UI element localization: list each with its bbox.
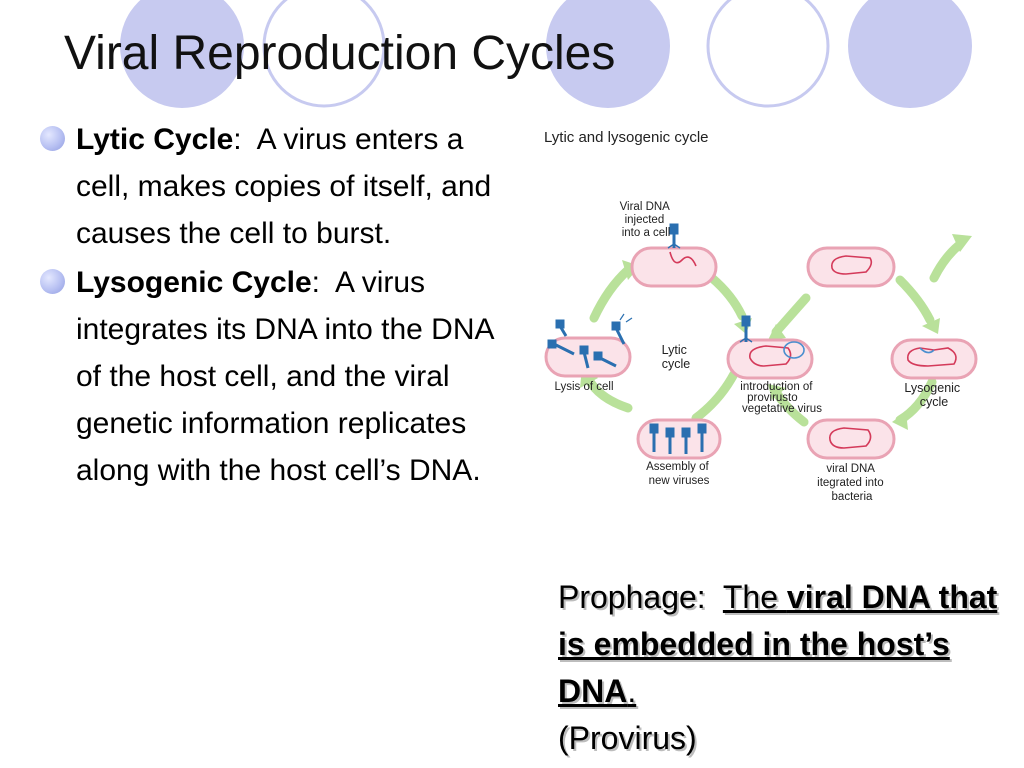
dna-blue-loops — [783, 341, 935, 359]
cell-intro — [726, 338, 814, 380]
dna-strand — [749, 345, 792, 367]
cells — [544, 246, 978, 460]
label-line: injected — [625, 214, 665, 226]
diagram-title: Lytic and lysogenic cycle — [544, 129, 709, 146]
label-integrated: viral DNA itegrated into bacteria — [817, 463, 887, 503]
arrow-lysis-to-injected — [589, 265, 633, 323]
label-lytic-cycle: Lytic cycle — [662, 343, 691, 371]
arrow-top-to-intro — [771, 293, 811, 337]
phages — [547, 223, 753, 454]
label-line: vegetative virus — [742, 403, 822, 415]
cell-integrated — [806, 418, 896, 460]
prophage-period: . — [627, 673, 637, 709]
bullet-dot-icon — [40, 126, 65, 151]
bullet-lysogenic: Lysogenic Cycle: A virus integrates its … — [40, 259, 510, 494]
bullet-lytic: Lytic Cycle: A virus enters a cell, make… — [40, 116, 510, 257]
label-line: itegrated into — [817, 477, 884, 489]
arrow-injected-to-intro — [707, 273, 747, 321]
label-line: viral DNA — [826, 463, 875, 475]
prophage-def-bold: viral DNA that is embedded in the host’s… — [558, 579, 998, 709]
cell-lysogenic — [890, 338, 978, 380]
label-line: into a cell — [622, 227, 671, 239]
arrow-top-to-lysogenic — [895, 275, 935, 325]
provirus-segment — [919, 347, 935, 354]
dna-strand — [828, 427, 872, 449]
cell-lysis — [544, 336, 632, 378]
deco-circle-5 — [848, 0, 972, 108]
bullet-term: Lytic Cycle — [76, 123, 234, 156]
prophage-def-plain: The — [722, 579, 787, 615]
label-line: Assembly of — [646, 461, 709, 473]
arrowhead-icon — [922, 318, 940, 334]
dna-strand — [906, 347, 957, 367]
bullet-text: A virus integrates its DNA into the DNA … — [76, 266, 502, 487]
deco-circle-1 — [120, 0, 244, 108]
arrowhead-icon — [768, 324, 786, 340]
prophage-note: (Provirus) — [558, 720, 697, 756]
label-line: Lysogenic — [904, 381, 960, 395]
label-viral-dna-injected: Viral DNA injected into a cell — [620, 201, 673, 239]
prophage-definition-text: The viral DNA that is embedded in the ho… — [558, 579, 997, 709]
label-line: bacteria — [832, 491, 874, 503]
prophage-label: Prophage: — [558, 579, 723, 615]
cell-injected — [630, 246, 718, 288]
arrowhead-icon — [952, 234, 972, 252]
arrowhead-icon — [892, 412, 908, 430]
deco-circle-2 — [262, 0, 386, 108]
label-line: Viral DNA — [620, 201, 671, 213]
label-line: cycle — [662, 357, 691, 371]
bullet-dot-icon — [40, 269, 65, 294]
label-lysogenic-cycle: Lysogenic cycle — [904, 381, 963, 409]
assembly-phages — [649, 423, 707, 454]
cell-top-lysogenic — [806, 246, 896, 288]
bullet-colon: : — [233, 123, 242, 156]
label-assembly: Assembly of new viruses — [646, 461, 712, 487]
prophage-definition: Prophage: The viral DNA that is embedded… — [558, 574, 998, 762]
label-line: provirusto — [747, 392, 798, 404]
lysis-phages — [547, 313, 633, 369]
lytic-lysogenic-diagram: Lytic and lysogenic cycle — [544, 129, 978, 503]
label-line: introduction of — [740, 381, 813, 393]
arrow-exit — [929, 241, 963, 283]
phage-icon — [739, 315, 753, 343]
deco-circle-3 — [546, 0, 670, 108]
label-introduction: introduction of provirusto vegetative vi… — [740, 381, 822, 415]
arrow-intro-to-assembly — [691, 369, 739, 423]
bullet-term: Lysogenic Cycle — [76, 266, 312, 299]
label-line: cycle — [920, 395, 949, 409]
deco-circle-4 — [706, 0, 830, 108]
label-line: new viruses — [649, 475, 710, 487]
diagram-labels: Viral DNA injected into a cell Lytic cyc… — [554, 201, 963, 503]
arrowhead-icon — [768, 384, 786, 400]
provirus-loop — [783, 341, 805, 359]
dna-strand — [669, 251, 697, 267]
label-lysis-of-cell: Lysis of cell — [554, 381, 613, 393]
decorative-circles — [120, 0, 972, 108]
label-line: Lytic — [662, 343, 687, 357]
phage-icon — [667, 223, 681, 249]
bullet-colon: : — [311, 266, 320, 299]
slide-title: Viral Reproduction Cycles — [64, 27, 616, 80]
bullet-list: Lytic Cycle: A virus enters a cell, make… — [40, 116, 510, 496]
bullet-text: A virus enters a cell, makes copies of i… — [76, 123, 500, 250]
dna-strand — [830, 255, 873, 275]
dna-strands — [669, 251, 957, 449]
